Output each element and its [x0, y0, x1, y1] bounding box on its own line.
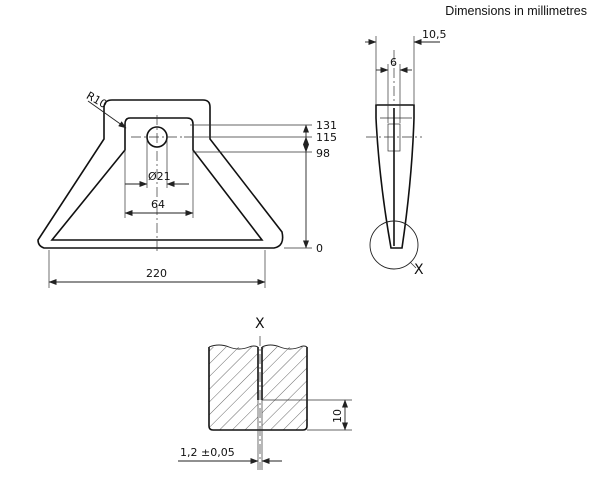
level-label-131: 131: [316, 119, 337, 132]
thickness-label: 10,5: [422, 28, 447, 41]
level-label-0: 0: [316, 242, 323, 255]
height-label: 10: [331, 409, 344, 423]
gap-label: 1,2 ±0,05: [180, 446, 235, 459]
detail-hatch-left: [209, 347, 258, 430]
detail-title: X: [255, 316, 265, 332]
front-inner-contour: [50, 117, 264, 241]
detail-break-line: [208, 344, 308, 350]
detail-marker: X: [414, 262, 424, 278]
side-view: 10,5 6 X: [365, 28, 447, 278]
front-outer-contour: [37, 99, 284, 249]
level-label-98: 98: [316, 147, 330, 160]
radius-label: R10: [84, 89, 109, 111]
overall-width-label: 220: [146, 267, 167, 280]
detail-hatch-right: [262, 347, 307, 430]
front-view: 131 115 98 0 R10 Ø21 64 220: [37, 89, 337, 288]
level-label-115: 115: [316, 131, 337, 144]
slot-width-label: 6: [390, 56, 397, 69]
units-note: Dimensions in millimetres: [445, 4, 587, 18]
detail-leader: [409, 261, 417, 269]
detail-circle: [369, 220, 419, 270]
side-outline: [375, 104, 415, 249]
inner-width-label: 64: [151, 198, 165, 211]
detail-view: X 10 1,2 ±0,05: [178, 316, 352, 470]
hole-diameter-label: Ø21: [148, 170, 171, 183]
radius-leader: [87, 100, 127, 129]
